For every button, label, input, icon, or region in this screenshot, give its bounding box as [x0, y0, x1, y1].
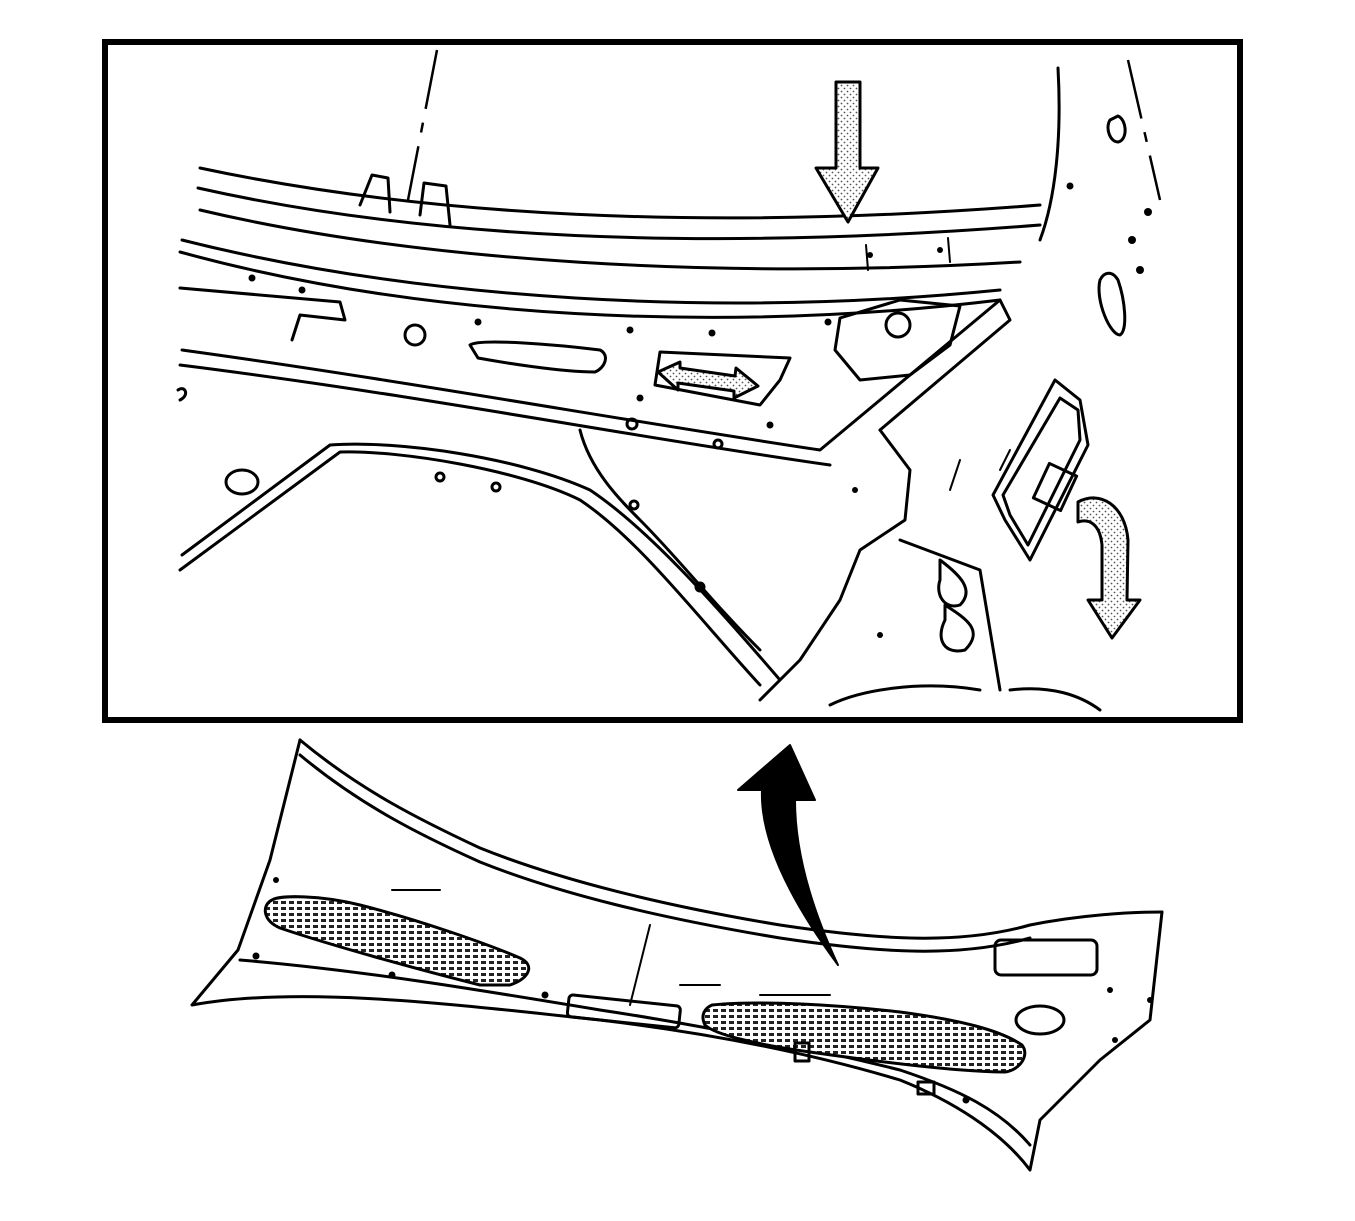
- cowl-panel-overview: [190, 738, 1164, 1172]
- cowl-top-edge: [298, 738, 1164, 940]
- cowl-upper-rail: [178, 166, 1042, 319]
- curved-down-arrow: [1076, 496, 1142, 640]
- right-grille: [701, 1001, 1027, 1074]
- cowl-outline: [190, 738, 1164, 1172]
- fastener-holes: [248, 182, 1152, 638]
- strut-tower: [178, 428, 1102, 712]
- windshield-outline: [406, 49, 1162, 242]
- slide-left-right-arrow: [656, 360, 760, 400]
- callout-arrow: [737, 744, 839, 966]
- access-opening: [993, 938, 1099, 977]
- push-down-arrow: [814, 80, 880, 224]
- side-panel: [949, 114, 1127, 562]
- detail-frame: [102, 39, 1243, 723]
- panel-clips: [391, 889, 1066, 1096]
- left-grille: [263, 895, 531, 987]
- detail-view: [102, 39, 1243, 723]
- panel-holes: [252, 877, 1153, 1104]
- cowl-panel-body: [176, 286, 1012, 467]
